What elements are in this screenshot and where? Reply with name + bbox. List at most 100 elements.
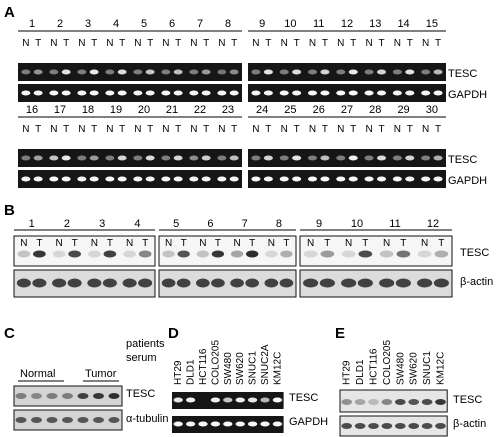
panel-c-tubulin-band (62, 417, 73, 423)
panel-a-row2-left-n-label: N (162, 124, 169, 135)
panel-a-row2-left-gapdh-band (105, 176, 115, 182)
panel-a-row2-right-gapdh-band (421, 176, 431, 182)
panel-b-group-1-actin-band (87, 278, 102, 288)
panel-d-gapdh-band (272, 421, 283, 427)
panel-a-row2-left-t-label: T (63, 124, 69, 135)
panel-a-row2-right-tesc-band (263, 155, 273, 161)
panel-a-row2-right-gapdh-band (251, 176, 261, 182)
panel-b-group-3-n-label: N (345, 238, 352, 249)
panel-a-row1-left-tesc-band (189, 69, 199, 75)
panel-a-row2-left-gapdh-band (173, 176, 183, 182)
panel-a-row1-left-lane-label: 5 (141, 18, 147, 30)
panel-a-row1-left-tesc-band (217, 69, 227, 75)
panel-e-tesc-band (354, 399, 366, 405)
panel-a-row2-left-gapdh-band (133, 176, 143, 182)
panel-c-tesc-band (46, 393, 58, 399)
panel-b-group-2-t-label: T (181, 238, 187, 249)
panel-a-row2-right-gapdh-band (307, 176, 318, 182)
panel-b-group-3-actin-band (417, 278, 433, 288)
panel-d-cell-line-label: KM12C (272, 352, 283, 385)
panel-a-row2-left-tesc-band (201, 155, 211, 161)
panel-e-cell-line-label: HCT116 (369, 348, 380, 385)
panel-a-row1-right-gapdh-band (405, 90, 415, 96)
panel-b-group-3-lane-label: 12 (427, 218, 439, 230)
panel-a-row2-right-gapdh-band (392, 176, 402, 182)
panel-d-gapdh-band (235, 421, 245, 427)
panel-b-group-2-actin-band (264, 278, 279, 288)
panel-b-group-1-n-label: N (20, 238, 27, 249)
panel-b-group-1-lane-label: 3 (99, 218, 105, 230)
panel-a-row2-right-tesc-band (392, 155, 402, 161)
panel-d-tesc-label: TESC (289, 392, 318, 404)
panel-a-row1-right-n-label: N (337, 38, 344, 49)
panel-a-row2-left-t-label: T (35, 124, 41, 135)
panel-a-row2-left-tesc-band (217, 155, 227, 161)
panel-a-row2-right-tesc-band (421, 155, 431, 161)
panel-d-cell-line-label: SNUC2A (260, 344, 271, 385)
panel-a-row2-right-tesc-band (433, 155, 443, 161)
panel-a-row2-right-tesc-band (364, 155, 374, 161)
panel-e-actin-band (408, 423, 420, 429)
panel-d-cell-line-label: SW620 (235, 352, 246, 385)
panel-b-group-1-actin-band (52, 278, 67, 288)
panel-b-group-1-t-label: T (72, 238, 78, 249)
panel-a-row1-left-t-label: T (147, 38, 153, 49)
panel-a-row2-right-n-label: N (337, 124, 344, 135)
panel-a-row1-gapdh-label: GAPDH (448, 89, 487, 101)
panel-a-row1-right-gapdh-band (292, 90, 302, 96)
panel-b-group-2-tesc-band (265, 250, 278, 258)
panel-a-row2-right-t-label: T (378, 124, 384, 135)
panel-a-row2-left-n-label: N (22, 124, 29, 135)
panel-c-tubulin-band (31, 417, 42, 423)
panel-a-row1-right-gapdh-gel (248, 84, 446, 102)
panel-a-row1-right-tesc-band (263, 69, 273, 75)
panel-e-cell-line-label: DLD1 (355, 359, 366, 385)
panel-a-row2-left-gapdh-band (201, 176, 211, 182)
panel-a-row2-left-t-label: T (175, 124, 181, 135)
panel-a-row2-right-lane-label: 26 (313, 104, 325, 116)
panel-a-row2-right-gapdh-band (433, 176, 443, 182)
panel-b-group-1-actin-band (32, 278, 47, 288)
panel-b-group-1-t-label: T (36, 238, 42, 249)
panel-a-row2-right-t-label: T (265, 124, 271, 135)
panel-b-group-2-t-label: T (215, 238, 221, 249)
panel-a-row2-left-tesc-band (49, 155, 59, 161)
panel-a-row2-right-tesc-band (279, 155, 289, 161)
panel-b-group-3-t-label: T (324, 238, 330, 249)
panel-b-group-1-lane-label: 1 (29, 218, 35, 230)
panel-a-row1-right-t-label: T (435, 38, 441, 49)
panel-e-tesc-blot (339, 389, 448, 413)
panel-b-group-2-t-label: T (283, 238, 289, 249)
panel-a-row2-tesc-label: TESC (448, 154, 477, 166)
panel-a-row2-left-tesc-band (145, 155, 155, 161)
panel-a-row2-right-lane-label: 25 (284, 104, 296, 116)
panel-a-row1-left-tesc-band (105, 69, 115, 75)
panel-a-row1-right-n-label: N (394, 38, 401, 49)
panel-a-row2-right-tesc-band (307, 155, 318, 161)
panel-e-tesc-band (381, 399, 393, 405)
panel-a-row2-left-gapdh-band (61, 176, 71, 182)
panel-a-row1-right-t-label: T (407, 38, 413, 49)
panel-a-row1-left-gapdh-band (229, 90, 239, 96)
panel-a-row1-left-n-label: N (162, 38, 169, 49)
panel-a-row2-right-gapdh-band (364, 176, 374, 182)
panel-d-gapdh-band (247, 421, 258, 427)
panel-e-tesc-band (341, 399, 353, 405)
panel-d-cell-line-label: COLO205 (210, 340, 221, 385)
panel-b-group-3-actin-band (303, 278, 319, 288)
panel-e-actin-band (381, 423, 393, 429)
panel-a-row1-left-gapdh-band (201, 90, 211, 96)
panel-b-group-3-tesc-band (341, 250, 356, 258)
panel-a-row2-left-t-label: T (203, 124, 209, 135)
panel-b-group-3-lane-label: 9 (316, 218, 322, 230)
panel-b-group-3-tesc-band (320, 250, 335, 258)
panel-a-row2-right-tesc-band (336, 155, 346, 161)
panel-a-row1-left-tesc-band (229, 69, 239, 75)
panel-a-row2-left-tesc-band (77, 155, 87, 161)
panel-e-actin-band (435, 423, 446, 429)
panel-a-row2-left-tesc-band (21, 155, 31, 161)
panel-a-row1-right-gapdh-band (320, 90, 330, 96)
panel-a-row2-left-lane-label: 23 (222, 104, 234, 116)
